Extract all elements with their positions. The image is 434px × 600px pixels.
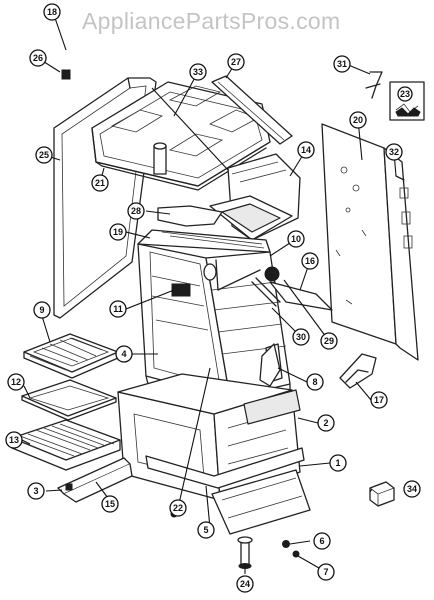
svg-text:2: 2 [323,418,328,428]
callout-27: 27 [227,53,245,71]
rear-trim [211,75,293,145]
svg-text:28: 28 [131,206,141,216]
callout-20: 20 [349,111,367,129]
broiler-pan [23,333,119,379]
svg-text:27: 27 [231,57,241,67]
callout-29: 29 [320,332,338,350]
callout-5: 5 [197,521,215,539]
callout-12: 12 [7,373,25,391]
callout-17: 17 [370,391,388,409]
svg-text:18: 18 [47,7,57,17]
svg-text:12: 12 [11,377,21,387]
svg-text:23: 23 [400,89,410,99]
callout-24: 24 [236,575,254,593]
svg-text:14: 14 [301,145,311,155]
rack-slide [57,457,133,503]
svg-text:1: 1 [335,458,340,468]
range-top [91,81,271,191]
svg-text:29: 29 [324,336,334,346]
svg-text:6: 6 [319,536,324,546]
svg-text:15: 15 [105,499,115,509]
svg-text:30: 30 [296,332,306,342]
callout-19: 19 [109,223,127,241]
svg-text:22: 22 [173,503,183,513]
svg-text:11: 11 [113,304,123,314]
back-panel [321,123,419,361]
leveling-leg [237,536,253,569]
svg-text:25: 25 [39,150,49,160]
callout-32: 32 [385,143,403,161]
svg-text:9: 9 [39,305,44,315]
svg-text:26: 26 [33,53,43,63]
svg-text:34: 34 [407,484,417,494]
callout-4: 4 [115,345,133,363]
callout-10: 10 [287,230,305,248]
callout-34: 34 [403,480,421,498]
callout-9: 9 [33,301,51,319]
svg-text:8: 8 [312,377,317,387]
callout-15: 15 [101,495,119,513]
callout-1: 1 [329,454,347,472]
callout-2: 2 [317,414,335,432]
svg-text:32: 32 [389,147,399,157]
callout-7: 7 [317,563,335,581]
callout-25: 25 [35,146,53,164]
svg-text:13: 13 [9,435,19,445]
callout-26: 26 [29,49,47,67]
callout-6: 6 [313,532,331,550]
callout-13: 13 [5,431,23,449]
callout-8: 8 [306,373,324,391]
callout-11: 11 [109,300,127,318]
callout-22: 22 [169,499,187,517]
burner-box [157,153,301,241]
callout-28: 28 [127,202,145,220]
svg-text:21: 21 [95,178,105,188]
broiler-grid [21,379,117,421]
svg-text:3: 3 [33,486,38,496]
watermark-text: AppliancePartsPros.com [82,8,341,34]
callout-31: 31 [333,55,351,73]
svg-text:24: 24 [240,579,250,589]
rear-shield [269,281,333,311]
oven-rack [11,419,121,471]
callout-23: 23 [397,86,413,102]
svg-text:10: 10 [291,234,301,244]
callout-21: 21 [91,174,109,192]
svg-text:5: 5 [203,525,208,535]
svg-text:16: 16 [305,256,315,266]
svg-text:33: 33 [193,67,203,77]
svg-text:17: 17 [374,395,384,405]
bracket [339,353,377,389]
svg-text:4: 4 [121,349,126,359]
door-hinge [259,343,281,387]
callout-16: 16 [301,252,319,270]
svg-text:19: 19 [113,227,123,237]
callout-30: 30 [292,328,310,346]
storage-drawer-frame [117,373,311,535]
callout-33: 33 [189,63,207,81]
terminal-block [369,481,395,507]
callout-3: 3 [27,482,45,500]
svg-text:7: 7 [323,567,328,577]
svg-text:31: 31 [337,59,347,69]
callout-18: 18 [43,3,61,21]
svg-text:20: 20 [353,115,363,125]
callout-14: 14 [297,141,315,159]
